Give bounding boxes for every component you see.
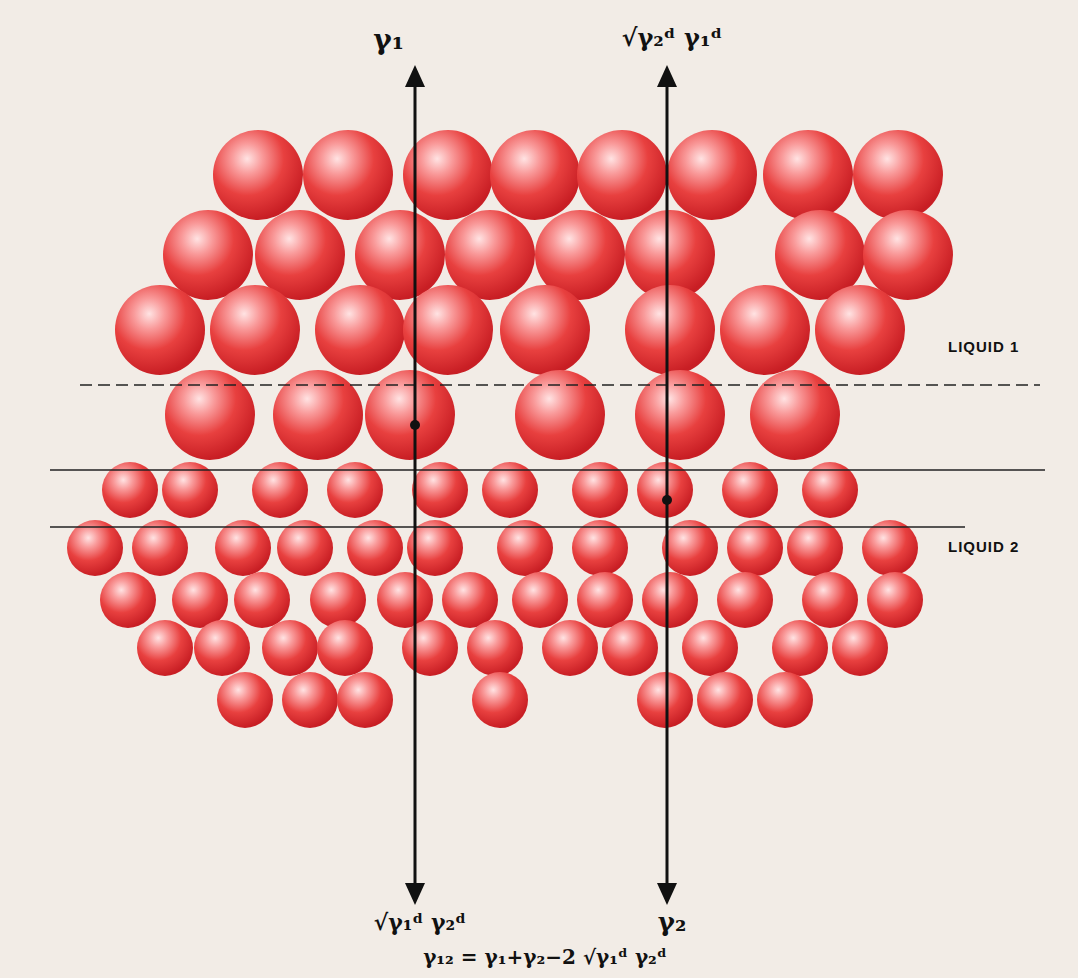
small-molecule: [682, 620, 738, 676]
small-molecule: [347, 520, 403, 576]
arrow-shaft: [666, 83, 669, 887]
surface-tension-label: γ₂: [658, 908, 687, 938]
large-molecule: [490, 130, 580, 220]
large-molecule: [515, 370, 605, 460]
small-molecule: [467, 620, 523, 676]
small-molecule: [194, 620, 250, 676]
arrow-head: [405, 883, 425, 905]
small-molecule: [787, 520, 843, 576]
small-molecule: [662, 520, 718, 576]
small-molecule: [402, 620, 458, 676]
large-molecule: [315, 285, 405, 375]
liquid-label: LIQUID 2: [946, 538, 1021, 555]
large-molecule: [365, 370, 455, 460]
small-molecule: [542, 620, 598, 676]
small-molecule: [602, 620, 658, 676]
small-molecule: [262, 620, 318, 676]
large-molecule: [853, 130, 943, 220]
small-molecule: [642, 572, 698, 628]
small-molecule: [377, 572, 433, 628]
large-molecule: [273, 370, 363, 460]
small-molecule: [172, 572, 228, 628]
boundary-line: [50, 526, 965, 528]
large-molecule: [577, 130, 667, 220]
dispersion-term-label: √γ₁ᵈ γ₂ᵈ: [374, 910, 466, 935]
large-molecule: [163, 210, 253, 300]
large-molecule: [667, 130, 757, 220]
small-molecule: [497, 520, 553, 576]
small-molecule: [137, 620, 193, 676]
small-molecule: [757, 672, 813, 728]
small-molecule: [572, 520, 628, 576]
small-molecule: [282, 672, 338, 728]
small-molecule: [832, 620, 888, 676]
large-molecule: [750, 370, 840, 460]
small-molecule: [132, 520, 188, 576]
interface-line: [50, 469, 1045, 471]
surface-tension-label: γ₁: [373, 24, 404, 56]
small-molecule: [337, 672, 393, 728]
small-molecule: [215, 520, 271, 576]
small-molecule: [512, 572, 568, 628]
large-molecule: [625, 285, 715, 375]
large-molecule: [863, 210, 953, 300]
small-molecule: [802, 572, 858, 628]
large-molecule: [763, 130, 853, 220]
molecule-centre: [662, 495, 672, 505]
interfacial-tension-equation: γ₁₂ = γ₁+γ₂−2 √γ₁ᵈ γ₂ᵈ: [423, 946, 667, 969]
small-molecule: [442, 572, 498, 628]
small-molecule: [772, 620, 828, 676]
small-molecule: [217, 672, 273, 728]
small-molecule: [577, 572, 633, 628]
large-molecule: [635, 370, 725, 460]
small-molecule: [727, 520, 783, 576]
large-molecule: [500, 285, 590, 375]
arrow-shaft: [414, 83, 417, 887]
dashed-boundary: [80, 384, 1040, 386]
large-molecule: [213, 130, 303, 220]
small-molecule: [717, 572, 773, 628]
small-molecule: [472, 672, 528, 728]
liquid-label: LIQUID 1: [946, 338, 1021, 355]
large-molecule: [815, 285, 905, 375]
large-molecule: [210, 285, 300, 375]
small-molecule: [100, 572, 156, 628]
arrow-head: [405, 65, 425, 87]
small-molecule: [310, 572, 366, 628]
dispersion-term-label: √γ₂ᵈ γ₁ᵈ: [622, 24, 723, 52]
small-molecule: [234, 572, 290, 628]
large-molecule: [115, 285, 205, 375]
large-molecule: [165, 370, 255, 460]
small-molecule: [67, 520, 123, 576]
small-molecule: [862, 520, 918, 576]
large-molecule: [255, 210, 345, 300]
small-molecule: [317, 620, 373, 676]
force-arrow: [405, 65, 425, 905]
small-molecule: [697, 672, 753, 728]
molecule-centre: [410, 420, 420, 430]
large-molecule: [720, 285, 810, 375]
small-molecule: [637, 672, 693, 728]
arrow-head: [657, 65, 677, 87]
force-arrow: [657, 65, 677, 905]
large-molecule: [303, 130, 393, 220]
small-molecule: [277, 520, 333, 576]
arrow-head: [657, 883, 677, 905]
small-molecule: [867, 572, 923, 628]
